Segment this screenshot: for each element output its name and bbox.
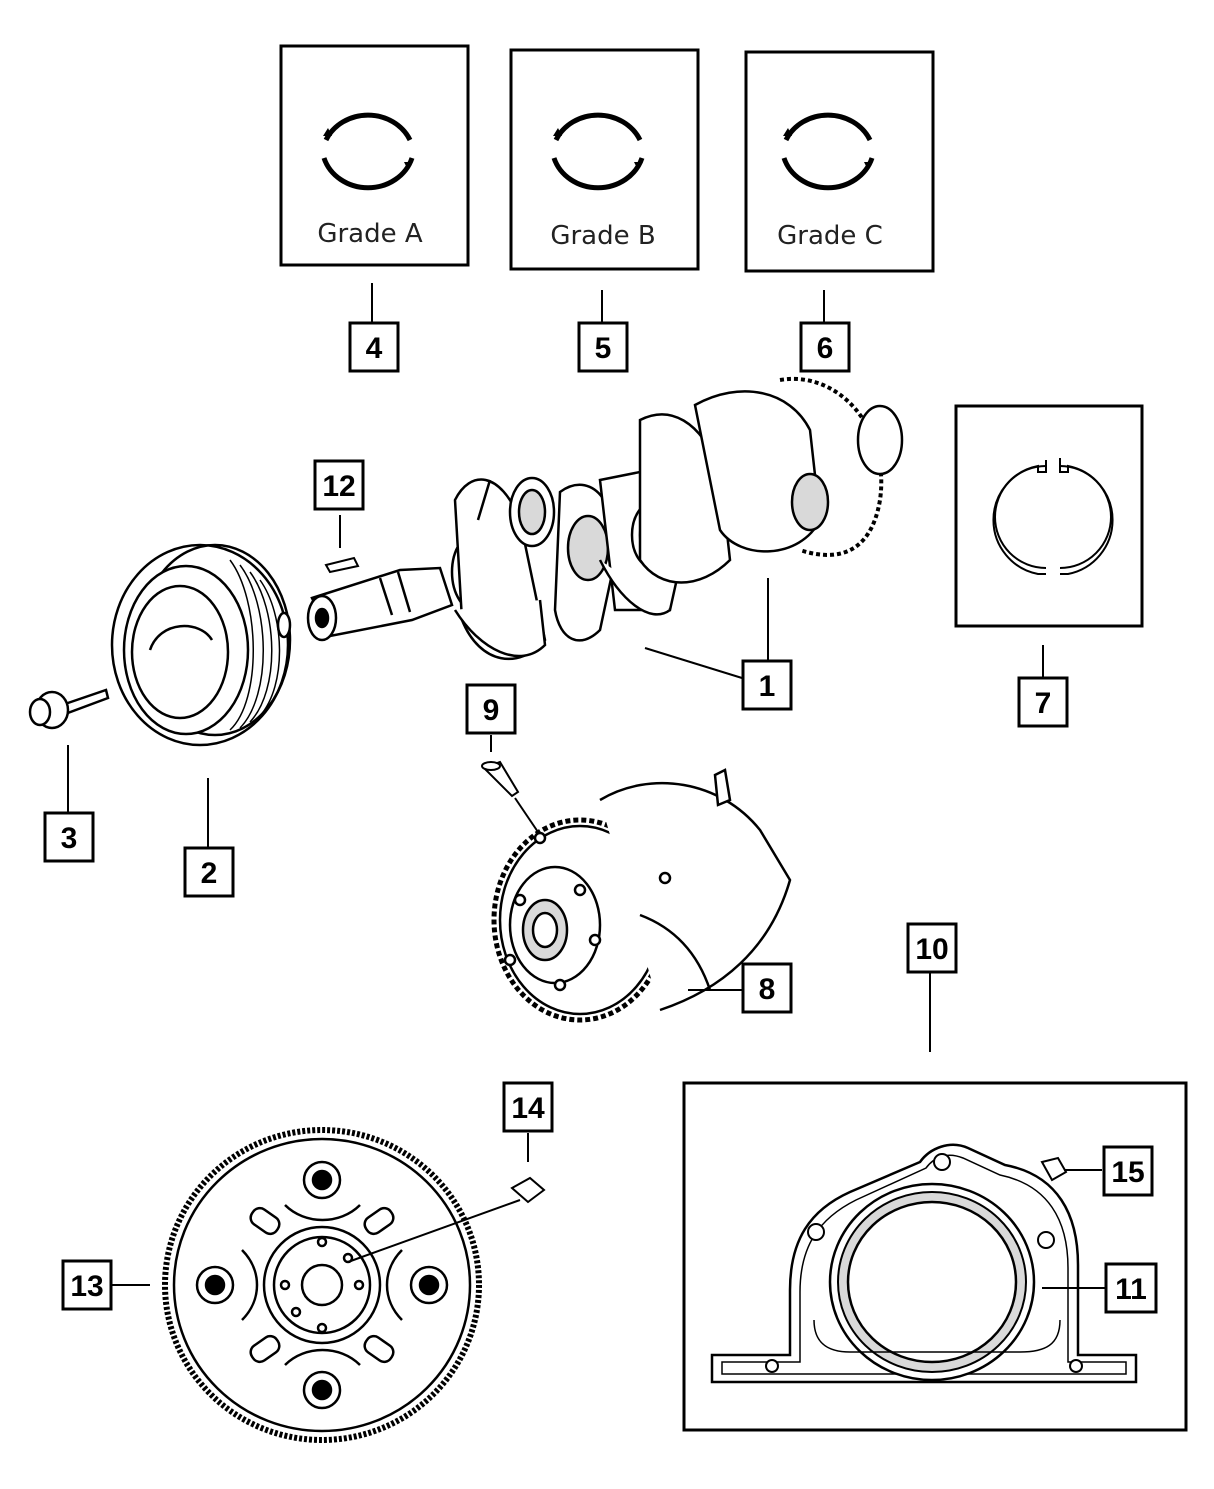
callout-2: 2 (183, 846, 235, 898)
callout-10: 10 (906, 922, 958, 974)
callout-7-label: 7 (1035, 687, 1052, 720)
grade-b-label: Grade B (550, 221, 655, 251)
damper-bolt-illustration (28, 688, 110, 730)
rear-seal-retainer-panel (682, 1081, 1188, 1432)
flexplate-illustration (162, 1127, 482, 1443)
callout-6-label: 6 (817, 332, 834, 365)
vibration-damper-illustration (110, 543, 292, 747)
callout-11: 11 (1104, 1262, 1158, 1314)
callout-5: 5 (577, 321, 629, 373)
callout-2-label: 2 (201, 857, 218, 890)
callout-14: 14 (502, 1081, 554, 1133)
crankshaft-illustration (306, 376, 904, 661)
callout-5-label: 5 (595, 332, 612, 365)
grade-a-label: Grade A (317, 219, 423, 249)
callout-6: 6 (799, 321, 851, 373)
callout-12: 12 (313, 459, 365, 511)
callout-15-label: 15 (1111, 1156, 1144, 1189)
bearing-grade-b-panel: Grade B (509, 48, 700, 271)
callout-3: 3 (43, 811, 95, 863)
callout-11-label: 11 (1115, 1273, 1147, 1306)
thrust-washer-panel (954, 404, 1144, 628)
crankshaft-tone-wheel-illustration (491, 768, 792, 1023)
bearing-grade-a-panel: Grade A (279, 44, 470, 267)
callout-13: 13 (61, 1259, 113, 1311)
callout-9: 9 (465, 683, 517, 735)
callout-1: 1 (741, 659, 793, 711)
callout-7: 7 (1017, 676, 1069, 728)
callout-12-label: 12 (322, 470, 355, 503)
callout-3-label: 3 (61, 822, 78, 855)
callout-4: 4 (348, 321, 400, 373)
callout-14-label: 14 (511, 1092, 545, 1125)
callout-4-label: 4 (366, 332, 383, 365)
callout-9-label: 9 (483, 694, 500, 727)
callout-8-label: 8 (759, 973, 776, 1006)
callout-8: 8 (741, 962, 793, 1014)
callout-13-label: 13 (70, 1270, 103, 1303)
callout-1-label: 1 (759, 670, 776, 703)
callout-10-label: 10 (915, 933, 948, 966)
callout-15: 15 (1102, 1145, 1154, 1197)
bearing-grade-c-panel: Grade C (744, 50, 935, 273)
grade-c-label: Grade C (777, 221, 883, 251)
